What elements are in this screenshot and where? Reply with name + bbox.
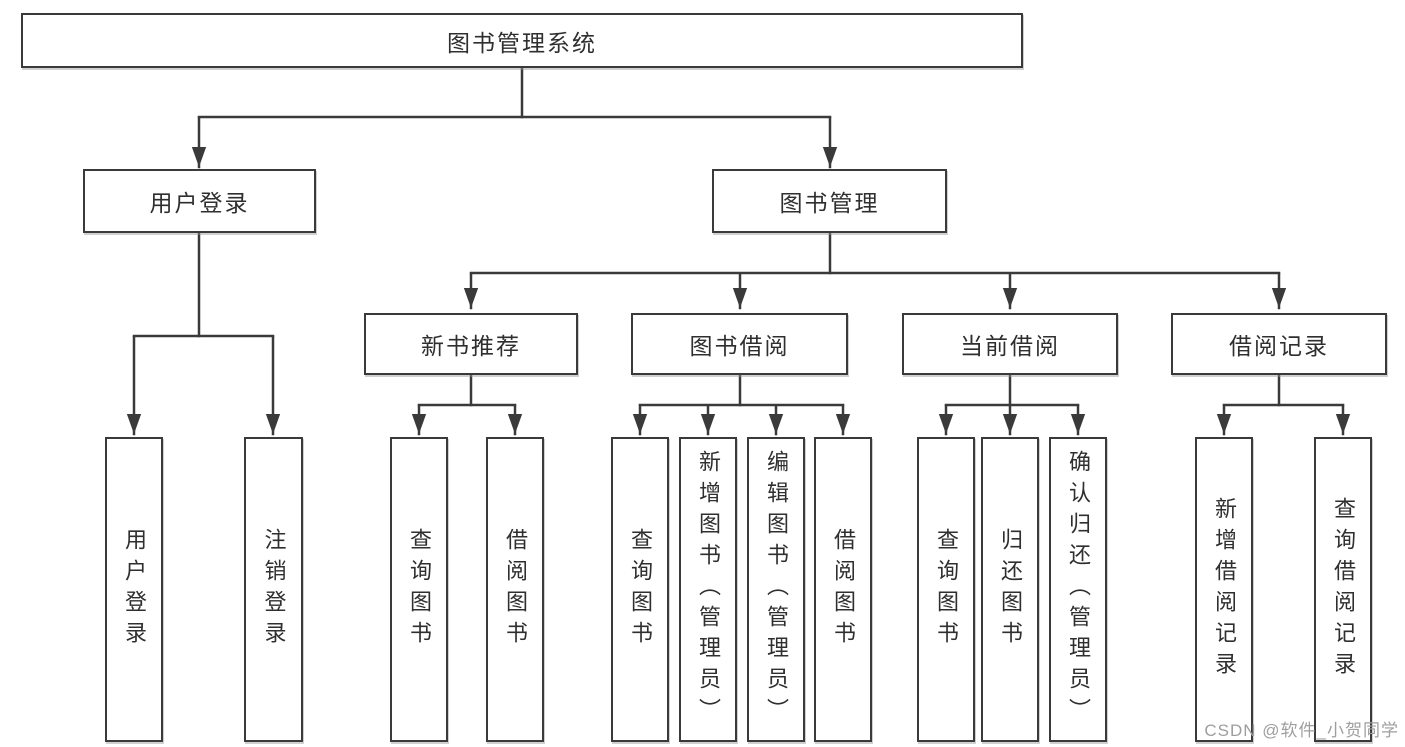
leaf-add-books-admin: 新增图书（管理员）	[679, 437, 737, 742]
leaf-logout: 注销登录	[244, 437, 303, 742]
node-borrow-records: 借阅记录	[1171, 313, 1387, 375]
leaf-edit-books-admin: 编辑图书（管理员）	[747, 437, 805, 742]
node-root-system: 图书管理系统	[21, 13, 1023, 68]
leaf-confirm-return-admin: 确认归还（管理员）	[1049, 437, 1107, 742]
node-current-borrow: 当前借阅	[902, 313, 1118, 375]
watermark-text: CSDN @软件_小贺同学	[1204, 721, 1399, 740]
leaf-query-books-borrow: 查询图书	[611, 437, 669, 742]
leaf-query-books-recommend: 查询图书	[390, 437, 448, 742]
leaf-return-books: 归还图书	[981, 437, 1039, 742]
node-book-borrow: 图书借阅	[631, 313, 848, 375]
node-book-management: 图书管理	[712, 169, 947, 233]
leaf-query-borrow-record: 查询借阅记录	[1314, 437, 1372, 742]
leaf-user-login: 用户登录	[105, 437, 163, 742]
leaf-borrow-books: 借阅图书	[814, 437, 872, 742]
leaf-add-borrow-record: 新增借阅记录	[1195, 437, 1253, 742]
leaf-borrow-books-recommend: 借阅图书	[486, 437, 544, 742]
leaf-query-books-current: 查询图书	[917, 437, 975, 742]
node-user-login: 用户登录	[83, 169, 316, 233]
node-new-book-recommend: 新书推荐	[364, 313, 578, 375]
